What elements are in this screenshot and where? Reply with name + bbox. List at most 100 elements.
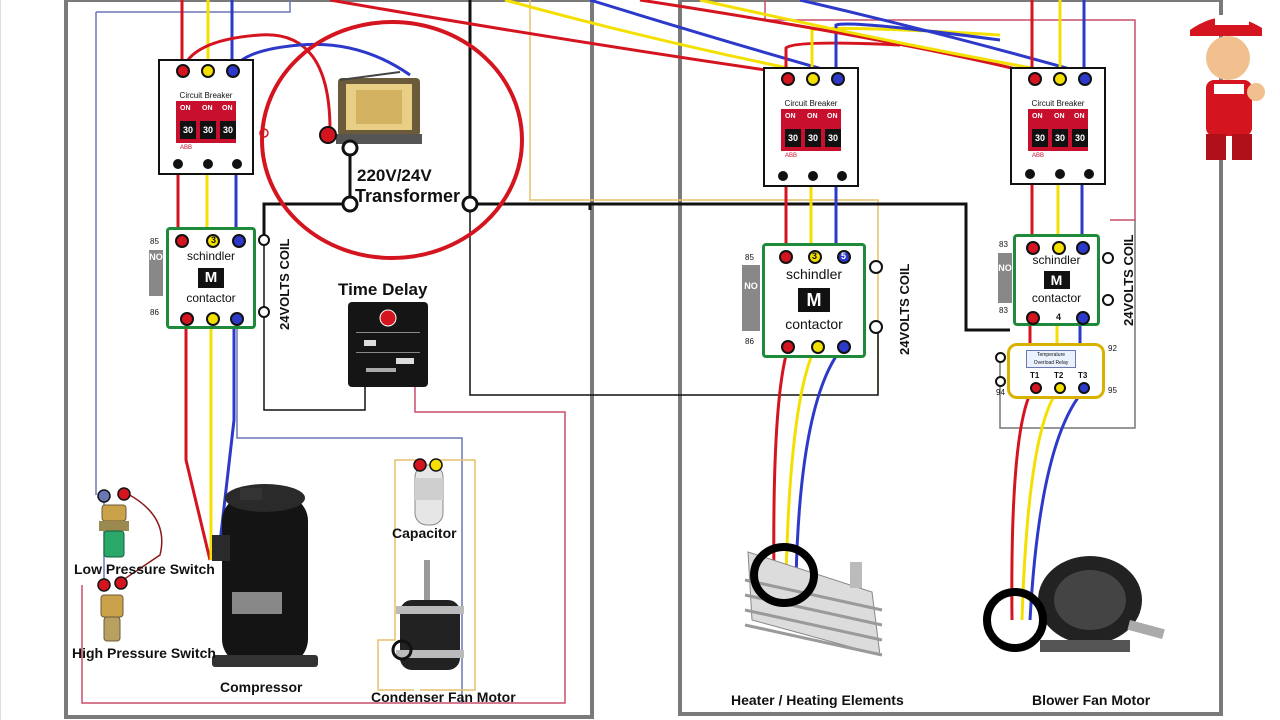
indoor-panel-frame [678, 0, 1223, 716]
aux-pin-86: 86 [745, 337, 754, 346]
overload-aux-terminal [995, 376, 1006, 387]
breaker-rating: 30 [180, 121, 196, 139]
breaker-on-label: ON [1054, 113, 1065, 120]
contactor-terminal-l2 [1052, 241, 1066, 255]
contactor-pin-4: 4 [1056, 312, 1062, 322]
contactor-terminal-l2 [206, 234, 220, 248]
capacitor-icon [414, 464, 444, 526]
contactor-brand: schindler [186, 249, 236, 263]
contactor-no-aux: NO [742, 265, 760, 331]
breaker-rating: 30 [825, 129, 841, 147]
coil-terminal-a2 [1102, 294, 1114, 306]
contactor-terminal-l3 [837, 250, 851, 264]
overload-aux-terminal [995, 352, 1006, 363]
contactor-pin-3: 3 [211, 235, 217, 245]
aux-no-label: NO [149, 252, 163, 262]
hps-terminal-2 [114, 576, 128, 590]
capacitor-terminal-2 [429, 458, 443, 472]
breaker-brand: ABB [785, 153, 798, 159]
coil-voltage-label: 24VOLTS COIL [897, 263, 912, 356]
heater-power-wiring [772, 178, 844, 581]
hps-terminal-1 [97, 578, 111, 592]
breaker-on-label: ON [1032, 113, 1043, 120]
terminal-l3-in [1078, 72, 1092, 86]
breaker-on-label: ON [202, 105, 213, 112]
terminal-l1-out [173, 159, 183, 169]
overload-title: Temperature Overload Relay [1026, 350, 1076, 368]
high-pressure-switch-icon [100, 594, 124, 642]
transformer-sec-terminal-1 [341, 139, 359, 157]
terminal-l3-in [831, 72, 845, 86]
control-wiring [262, 0, 1010, 332]
terminal-l3-out [1084, 169, 1094, 179]
contactor-terminal-t1 [781, 340, 795, 354]
aux-pin-85: 85 [745, 253, 754, 262]
circuit-breaker-blower: Circuit Breaker ON ON ON 30 30 30 ABB [1010, 67, 1106, 185]
overload-pin-95: 95 [1108, 386, 1117, 395]
aux-pin-86: 86 [150, 308, 159, 317]
breaker-caption: Circuit Breaker [179, 91, 233, 100]
contactor-no-aux: NO [149, 250, 163, 296]
transformer-callout-circle [260, 20, 524, 260]
contactor-terminal-t3 [230, 312, 244, 326]
contactor-compressor: schindler M contactor 3 [166, 227, 256, 329]
coil-terminal-a1 [1102, 252, 1114, 264]
contactor-terminal-t1 [180, 312, 194, 326]
breaker-rating: 30 [1072, 129, 1088, 147]
high-pressure-switch-label: High Pressure Switch [72, 645, 216, 661]
contactor-terminal-l3 [232, 234, 246, 248]
contactor-pin-3: 3 [812, 251, 818, 261]
terminal-l3-out [232, 159, 242, 169]
terminal-l1-out [778, 171, 788, 181]
breaker-rating: 30 [785, 129, 801, 147]
heater-label: Heater / Heating Elements [731, 692, 904, 708]
terminal-l2-in [806, 72, 820, 86]
contactor-brand: schindler [785, 266, 843, 282]
coil-voltage-label: 24VOLTS COIL [1121, 234, 1136, 327]
overload-terminal-t1 [1030, 382, 1042, 394]
condenser-fan-motor-label: Condenser Fan Motor [371, 689, 516, 705]
breaker-on-label: ON [222, 105, 233, 112]
contactor-blower: schindler M contactor 4 [1013, 234, 1100, 326]
capacitor-terminal-1 [413, 458, 427, 472]
contactor-letter: M [1043, 271, 1070, 289]
breaker-rating: 30 [220, 121, 236, 139]
contactor-pin-5: 5 [841, 251, 847, 261]
contactor-terminal-l1 [175, 234, 189, 248]
terminal-l3-out [837, 171, 847, 181]
contactor-terminal-t3 [837, 340, 851, 354]
breaker-on-label: ON [1074, 113, 1085, 120]
breaker-rating: 30 [1032, 129, 1048, 147]
breaker-on-label: ON [180, 105, 191, 112]
overload-t3: T3 [1078, 371, 1088, 380]
transformer-sec-terminal-2 [341, 195, 359, 213]
mascot-logo [1190, 15, 1265, 160]
terminal-l2-in [1053, 72, 1067, 86]
terminal-l3-in [226, 64, 240, 78]
transformer-voltage-label: 220V/24V [357, 166, 432, 185]
transformer-primary-terminal [319, 126, 337, 144]
contactor-terminal-l3 [1076, 241, 1090, 255]
aux-pin-83: 83 [999, 240, 1008, 249]
overload-pin-92: 92 [1108, 344, 1117, 353]
circuit-breaker-compressor: Circuit Breaker ON ON ON 30 30 30 ABB [158, 59, 254, 175]
low-pressure-switch-label: Low Pressure Switch [74, 561, 215, 577]
contactor-terminal-l1 [779, 250, 793, 264]
heater-element-icon [744, 543, 883, 657]
breaker-brand: ABB [180, 145, 193, 151]
breaker-caption: Circuit Breaker [784, 99, 838, 108]
terminal-l2-out [808, 171, 818, 181]
contactor-name: contactor [186, 291, 236, 305]
compressor-icon [212, 484, 318, 667]
aux-pin-83: 83 [999, 306, 1008, 315]
contactor-terminal-t1 [1026, 311, 1040, 325]
compressor-label: Compressor [220, 679, 303, 695]
contactor-terminal-t3 [1076, 311, 1090, 325]
coil-terminal-a1 [869, 260, 883, 274]
contactor-terminal-l2 [808, 250, 822, 264]
circuit-breaker-heater: Circuit Breaker ON ON ON 30 30 30 ABB [763, 67, 859, 187]
coil-terminal-a1 [258, 234, 270, 246]
blower-fan-motor-label: Blower Fan Motor [1032, 692, 1151, 708]
condenser-fan-motor-icon [391, 560, 464, 670]
